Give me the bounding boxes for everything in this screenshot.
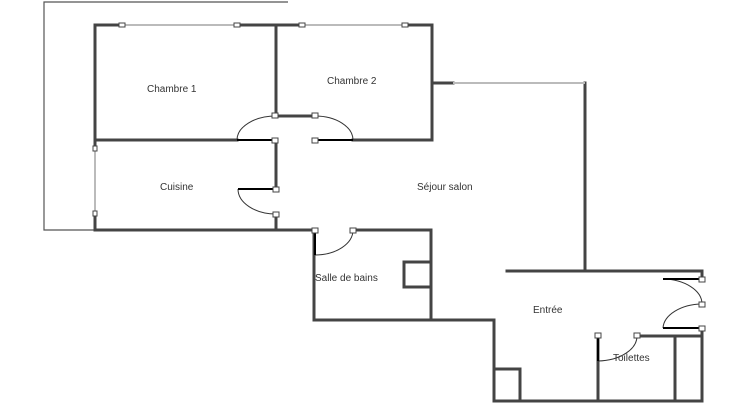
windows <box>94 24 585 214</box>
room-label-sejour-salon: Séjour salon <box>417 182 473 193</box>
room-label-salle-de-bains: Salle de bains <box>315 273 378 284</box>
room-labels: Chambre 1 Chambre 2 Cuisine Séjour salon… <box>147 76 650 364</box>
room-label-entree: Entrée <box>533 305 563 316</box>
walls <box>93 23 704 403</box>
outline <box>43 1 288 231</box>
room-label-chambre-1: Chambre 1 <box>147 84 197 95</box>
room-label-toilettes: Toilettes <box>613 353 650 364</box>
doors <box>92 22 706 362</box>
room-label-chambre-2: Chambre 2 <box>327 76 377 87</box>
room-label-cuisine: Cuisine <box>160 182 194 193</box>
